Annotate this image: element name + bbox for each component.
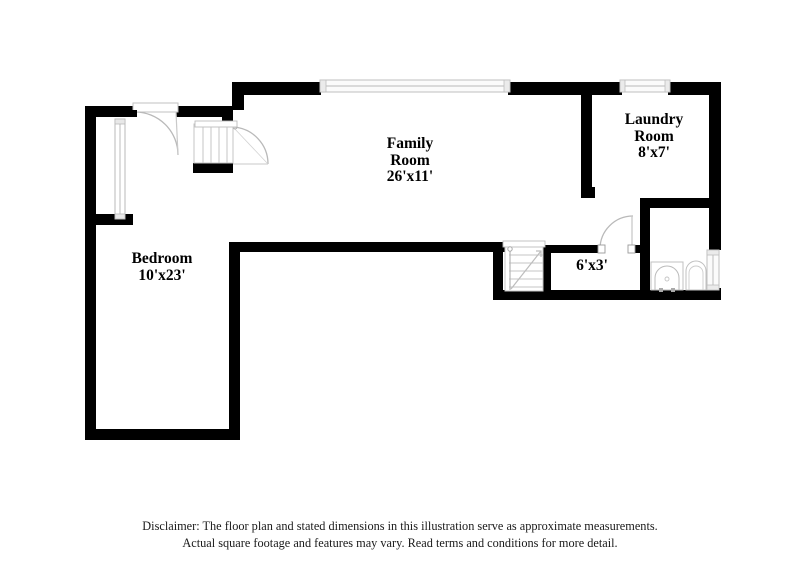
wall-family-north-left: [232, 82, 321, 95]
wall-stairwell-west: [493, 242, 503, 300]
stairs: [193, 120, 546, 292]
wall-bath-west-upper: [640, 198, 650, 245]
upper-stairs: [193, 120, 238, 164]
laundry-room-north-window: [619, 79, 671, 93]
wall-bath-north-left: [543, 245, 600, 253]
bedroom-west-window: [114, 118, 126, 220]
sink-fixture: [685, 260, 707, 291]
lower-stairs: [502, 240, 546, 292]
bathroom-east-window: [706, 249, 720, 291]
wall-north-right: [668, 82, 721, 95]
bathroom-fixtures: [650, 260, 707, 292]
windows: [114, 79, 720, 291]
wall-bedroom-west-stub: [85, 214, 133, 225]
disclaimer: Disclaimer: The floor plan and stated di…: [0, 518, 800, 552]
wall-bedroom-north-right: [176, 106, 233, 117]
room-label-laundry-room: Laundry Room 8'x7': [624, 111, 684, 162]
wall-laundry-south-stub: [581, 187, 595, 198]
wall-laundry-west: [581, 95, 592, 198]
wall-bedroom-west: [85, 106, 96, 440]
wall-family-west: [232, 82, 244, 110]
toilet-fixture: [650, 261, 684, 292]
wall-bath-north: [640, 198, 712, 208]
room-label-bathroom: 6'x3': [576, 257, 608, 274]
wall-east-upper: [709, 82, 721, 250]
wall-bedroom-east: [229, 242, 240, 440]
disclaimer-line-1: Disclaimer: The floor plan and stated di…: [142, 519, 658, 533]
wall-family-north-middle: [508, 82, 622, 95]
disclaimer-line-2: Actual square footage and features may v…: [182, 535, 618, 550]
family-room-north-window: [319, 79, 511, 93]
wall-family-south: [232, 242, 500, 252]
room-label-family-room: Family Room 26'x11': [386, 135, 434, 186]
stair-landing-door: [232, 124, 269, 165]
wall-bedroom-north-left: [85, 106, 133, 117]
room-label-bedroom: Bedroom 10'x23': [131, 250, 193, 284]
bathroom-door: [597, 215, 636, 254]
wall-stair-landing-south: [193, 163, 233, 173]
bedroom-entry-door: [131, 102, 179, 156]
wall-bedroom-south: [85, 429, 240, 440]
doors: [131, 102, 636, 254]
wall-bath-door-jamb: [630, 245, 642, 253]
wall-stair-east-divider: [543, 245, 551, 294]
wall-south-exterior: [493, 290, 721, 300]
wall-bath-west-lower: [640, 245, 650, 294]
